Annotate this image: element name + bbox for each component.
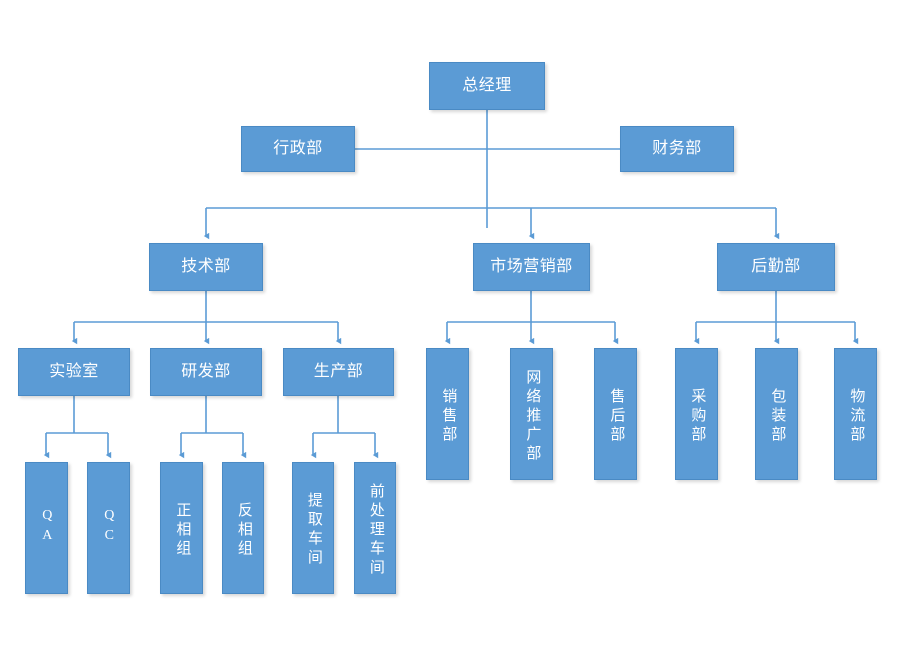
node-administration[interactable]: 行政部 <box>241 126 355 172</box>
node-label: 反相组 <box>235 501 252 559</box>
node-purchasing[interactable]: 采购部 <box>675 348 718 480</box>
node-label: 总经理 <box>462 76 512 94</box>
node-qc[interactable]: QC <box>87 462 130 594</box>
node-technology[interactable]: 技术部 <box>149 243 263 291</box>
node-finance[interactable]: 财务部 <box>620 126 734 172</box>
node-label: 后勤部 <box>751 257 801 275</box>
node-extraction-workshop[interactable]: 提取车间 <box>292 462 334 594</box>
node-label: 实验室 <box>49 362 99 380</box>
node-label: 售后部 <box>608 387 625 445</box>
node-label: 市场营销部 <box>490 257 573 275</box>
node-reverse-phase[interactable]: 反相组 <box>222 462 264 594</box>
node-production[interactable]: 生产部 <box>283 348 394 396</box>
node-label: 销售部 <box>440 387 457 445</box>
node-normal-phase[interactable]: 正相组 <box>160 462 203 594</box>
node-label: QC <box>101 508 117 548</box>
node-label: 财务部 <box>652 139 702 157</box>
node-distribution[interactable]: 物流部 <box>834 348 877 480</box>
node-laboratory[interactable]: 实验室 <box>18 348 130 396</box>
node-label: 物流部 <box>848 387 865 445</box>
node-label: 技术部 <box>181 257 231 275</box>
node-research[interactable]: 研发部 <box>150 348 262 396</box>
node-online-promotion[interactable]: 网络推广部 <box>510 348 553 480</box>
node-logistics-dept[interactable]: 后勤部 <box>717 243 835 291</box>
node-qa[interactable]: QA <box>25 462 68 594</box>
node-after-sales[interactable]: 售后部 <box>594 348 637 480</box>
node-label: 前处理车间 <box>367 482 384 578</box>
node-marketing[interactable]: 市场营销部 <box>473 243 590 291</box>
node-label: 行政部 <box>273 139 323 157</box>
node-label: 采购部 <box>689 387 706 445</box>
node-label: 生产部 <box>313 362 364 380</box>
node-pretreatment-workshop[interactable]: 前处理车间 <box>354 462 396 594</box>
node-packaging[interactable]: 包装部 <box>755 348 798 480</box>
node-label: 正相组 <box>174 501 191 559</box>
node-label: 研发部 <box>181 362 231 380</box>
node-label: 包装部 <box>769 387 786 445</box>
node-label: QA <box>39 508 55 548</box>
node-sales[interactable]: 销售部 <box>426 348 469 480</box>
node-general-manager[interactable]: 总经理 <box>429 62 545 110</box>
node-label: 网络推广部 <box>524 368 541 464</box>
node-label: 提取车间 <box>305 492 322 568</box>
